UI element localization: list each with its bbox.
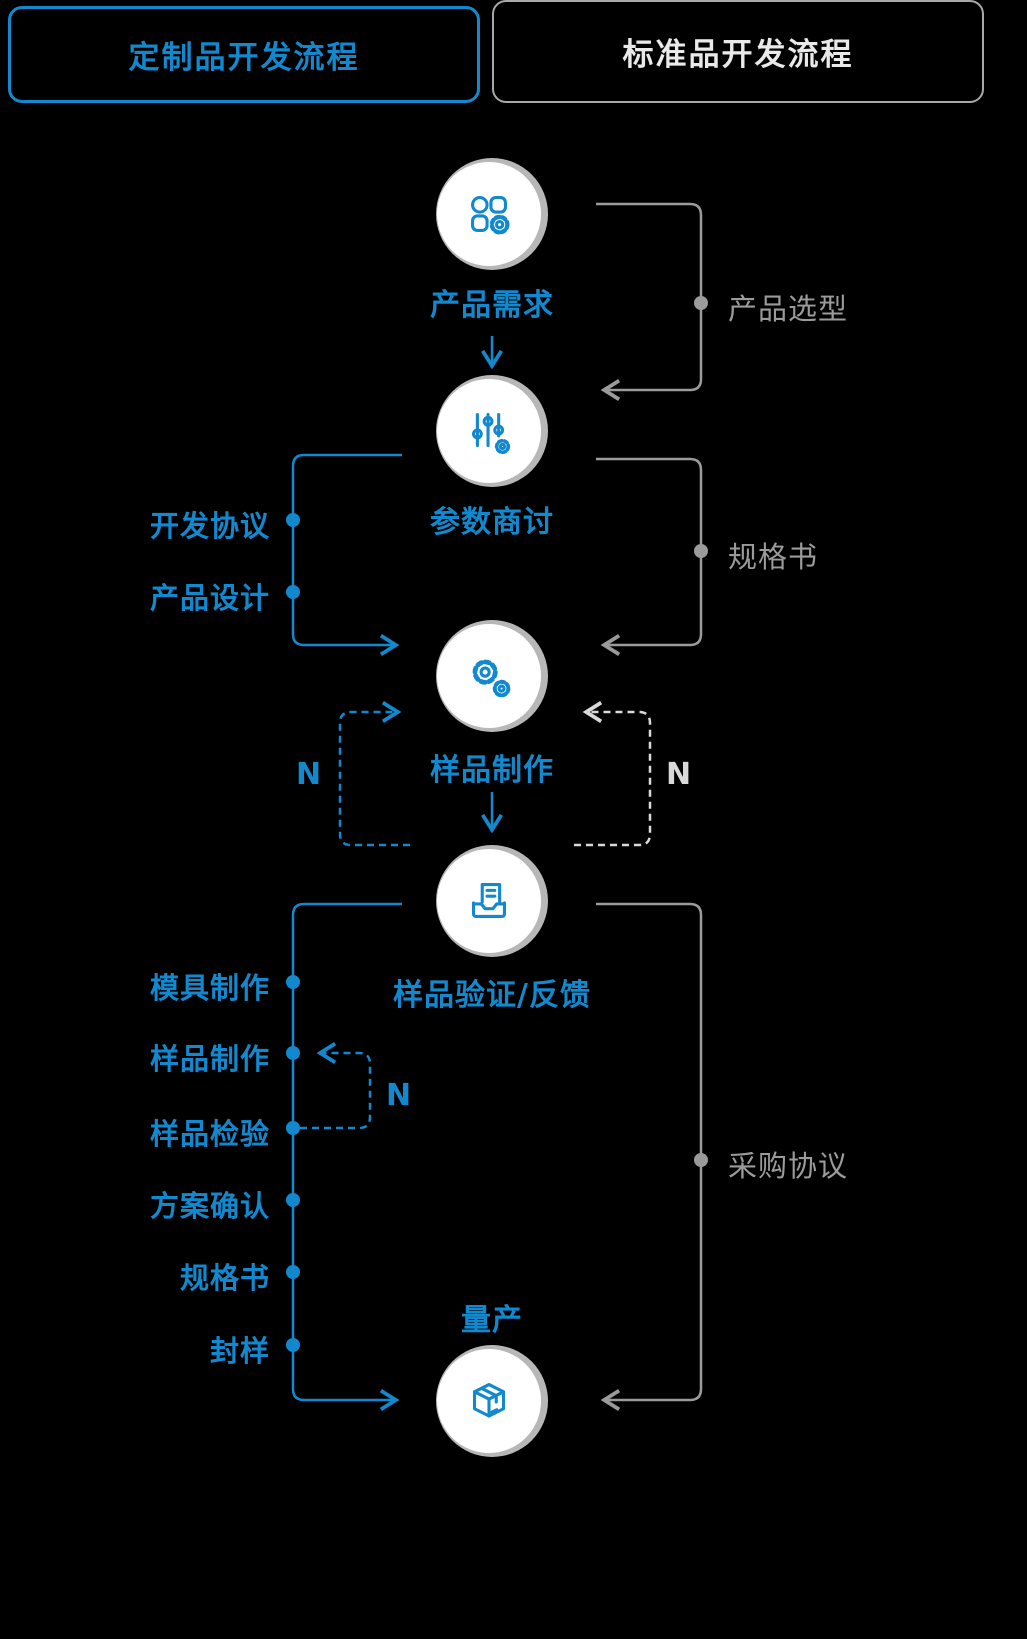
node-product-requirement	[436, 158, 548, 270]
package-icon	[472, 1383, 506, 1418]
annotation-dot-mold-making	[286, 975, 300, 989]
loop-sample-making-right	[574, 701, 652, 847]
annotation-sealed-sample: 封样	[209, 1334, 270, 1368]
annotation-dot-plan-confirmation	[286, 1193, 300, 1207]
sliders-icon	[471, 413, 511, 455]
connector-left-group2	[291, 902, 402, 1411]
loop-sample-making-left	[338, 701, 410, 847]
connector-procurement-agreement	[596, 902, 703, 1411]
annotation-product-selection: 产品选型	[728, 292, 849, 326]
node-label-sample-verification: 样品验证/反馈	[393, 978, 591, 1013]
annotation-procurement-agreement: 采购协议	[728, 1149, 849, 1183]
annotation-dot-specification-left	[286, 1265, 300, 1279]
node-sample-making	[436, 620, 548, 732]
clover-gear-icon	[471, 196, 510, 235]
loop-n-left: N	[296, 757, 322, 792]
tab-standard-label: 标准品开发流程	[622, 37, 854, 73]
annotation-dot-sample-inspection	[286, 1121, 300, 1135]
loop-n-right: N	[666, 757, 692, 792]
annotation-mold-making: 模具制作	[149, 971, 270, 1005]
annotation-dot-product-design	[286, 585, 300, 599]
node-parameter-discussion-circle	[437, 379, 541, 483]
annotation-specification-left: 规格书	[179, 1261, 270, 1295]
tab-custom-product-process[interactable]: 定制品开发流程	[8, 6, 480, 103]
tab-standard-product-process[interactable]: 标准品开发流程	[492, 0, 984, 103]
node-sample-making-circle	[437, 624, 541, 728]
annotation-dot-product-selection	[694, 296, 708, 310]
annotation-dot-procurement-agreement	[694, 1153, 708, 1167]
node-mass-production-circle	[437, 1349, 541, 1453]
annotation-specification-right: 规格书	[728, 540, 819, 574]
annotation-dot-development-agreement	[286, 513, 300, 527]
node-sample-verification-circle	[437, 849, 541, 953]
node-parameter-discussion	[436, 375, 548, 487]
annotation-dot-sealed-sample	[286, 1338, 300, 1352]
loop-inspection-to-making	[300, 1042, 372, 1130]
node-label-product-requirement: 产品需求	[430, 288, 554, 323]
connector-specification	[596, 457, 703, 656]
gears-icon	[472, 659, 511, 698]
connector-left-group1	[291, 453, 402, 656]
annotation-development-agreement: 开发协议	[149, 509, 270, 543]
node-sample-verification	[436, 845, 548, 957]
node-label-sample-making: 样品制作	[430, 753, 554, 788]
node-label-mass-production: 量产	[461, 1303, 523, 1338]
annotation-dot-specification-right	[694, 544, 708, 558]
annotation-product-design: 产品设计	[149, 581, 270, 615]
annotation-plan-confirmation: 方案确认	[149, 1189, 270, 1223]
inbox-document-icon	[471, 883, 507, 919]
node-label-parameter-discussion: 参数商讨	[430, 505, 554, 540]
loop-n-inner: N	[386, 1078, 412, 1113]
annotation-dot-sample-making	[286, 1046, 300, 1060]
node-product-requirement-circle	[437, 162, 541, 266]
node-mass-production	[436, 1345, 548, 1457]
annotation-sample-inspection: 样品检验	[149, 1117, 270, 1151]
annotation-sample-making: 样品制作	[149, 1042, 270, 1076]
tab-custom-label: 定制品开发流程	[128, 40, 360, 76]
